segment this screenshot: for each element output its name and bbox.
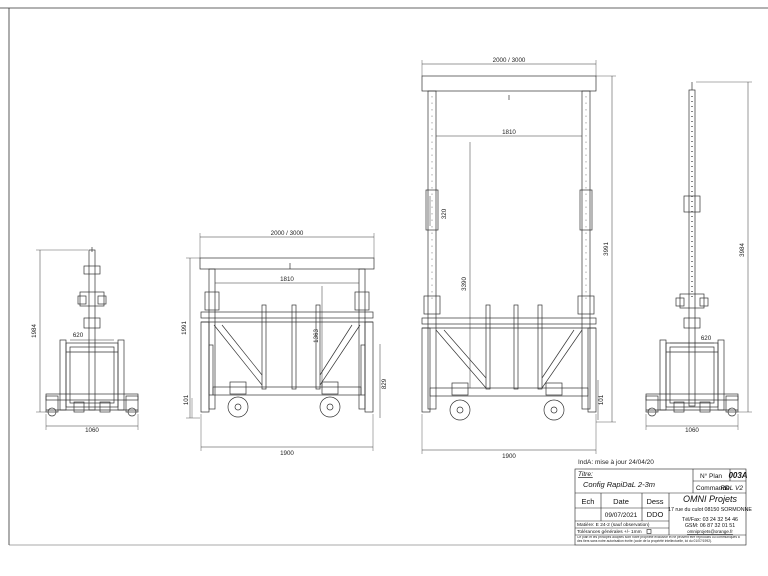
tolerance-note: Tolérances générales +/- 1mm — [577, 529, 642, 535]
company-gsm: GSM: 06 87 32 01 51 — [685, 523, 735, 529]
dim-side-left-height: 1984 — [31, 324, 38, 338]
legal-notice: Ce plan et les principes adoptés sont no… — [577, 536, 740, 543]
title-block — [574, 468, 747, 546]
dim-front-low-mast: 1363 — [313, 329, 320, 343]
side-view-low — [36, 247, 139, 430]
dim-front-low-height: 1991 — [181, 321, 188, 335]
company-phone: Tél/Fax: 03 24 32 54 46 — [682, 517, 738, 523]
dim-front-low-base: 1900 — [280, 450, 294, 457]
dim-side-right-width: 1060 — [685, 427, 699, 434]
dim-front-high-height: 3991 — [603, 242, 610, 256]
dim-side-left-width: 1060 — [85, 427, 99, 434]
company-name: OMNI Projets — [683, 494, 738, 504]
dim-front-high-base: 1900 — [502, 453, 516, 460]
dim-side-right-height: 3984 — [739, 243, 746, 257]
commande-label: Commande — [696, 485, 730, 492]
dim-front-high-step: 320 — [441, 208, 448, 219]
date-label: Date — [613, 497, 629, 506]
dim-front-low-top-width: 2000 / 3000 — [271, 230, 304, 237]
dess-label: Dess — [646, 497, 663, 506]
revision-note: IndA: mise à jour 24/04/20 — [578, 459, 654, 466]
company-address: 17 rue du culot 08150 SORMONNE — [668, 507, 752, 513]
dim-side-right-inner: 620 — [701, 335, 712, 342]
dim-front-low-inner: 1810 — [280, 276, 294, 283]
dim-front-high-wheel: 101 — [598, 394, 605, 405]
plan-label: N° Plan — [700, 472, 722, 480]
front-view-high — [421, 60, 616, 454]
plan-number: 003A — [728, 471, 747, 480]
date-value: 09/07/2021 — [605, 512, 638, 519]
material-note: Matière: E 24-2 (sauf observation) — [577, 522, 650, 528]
title-value: Config RapiDaL 2-3m — [583, 480, 655, 489]
dess-value: DDO — [647, 510, 664, 519]
title-label: Titre: — [578, 471, 593, 478]
dim-front-high-top-width: 2000 / 3000 — [493, 57, 526, 64]
dim-front-high-mast: 3390 — [461, 277, 468, 291]
ech-label: Ech — [582, 497, 595, 506]
dim-front-low-beam: 829 — [381, 378, 388, 389]
company-email: omniprojets@orange.fr — [687, 529, 733, 534]
dim-front-high-inner: 1810 — [502, 129, 516, 136]
front-view-low — [186, 233, 381, 451]
dim-front-low-wheel: 101 — [183, 394, 190, 405]
dim-side-left-inner: 620 — [73, 332, 84, 339]
side-view-high — [645, 81, 752, 430]
commande-value: RDL V2 — [720, 485, 743, 492]
legal-notice-box: Ce plan et les principes adoptés sont no… — [577, 536, 740, 543]
